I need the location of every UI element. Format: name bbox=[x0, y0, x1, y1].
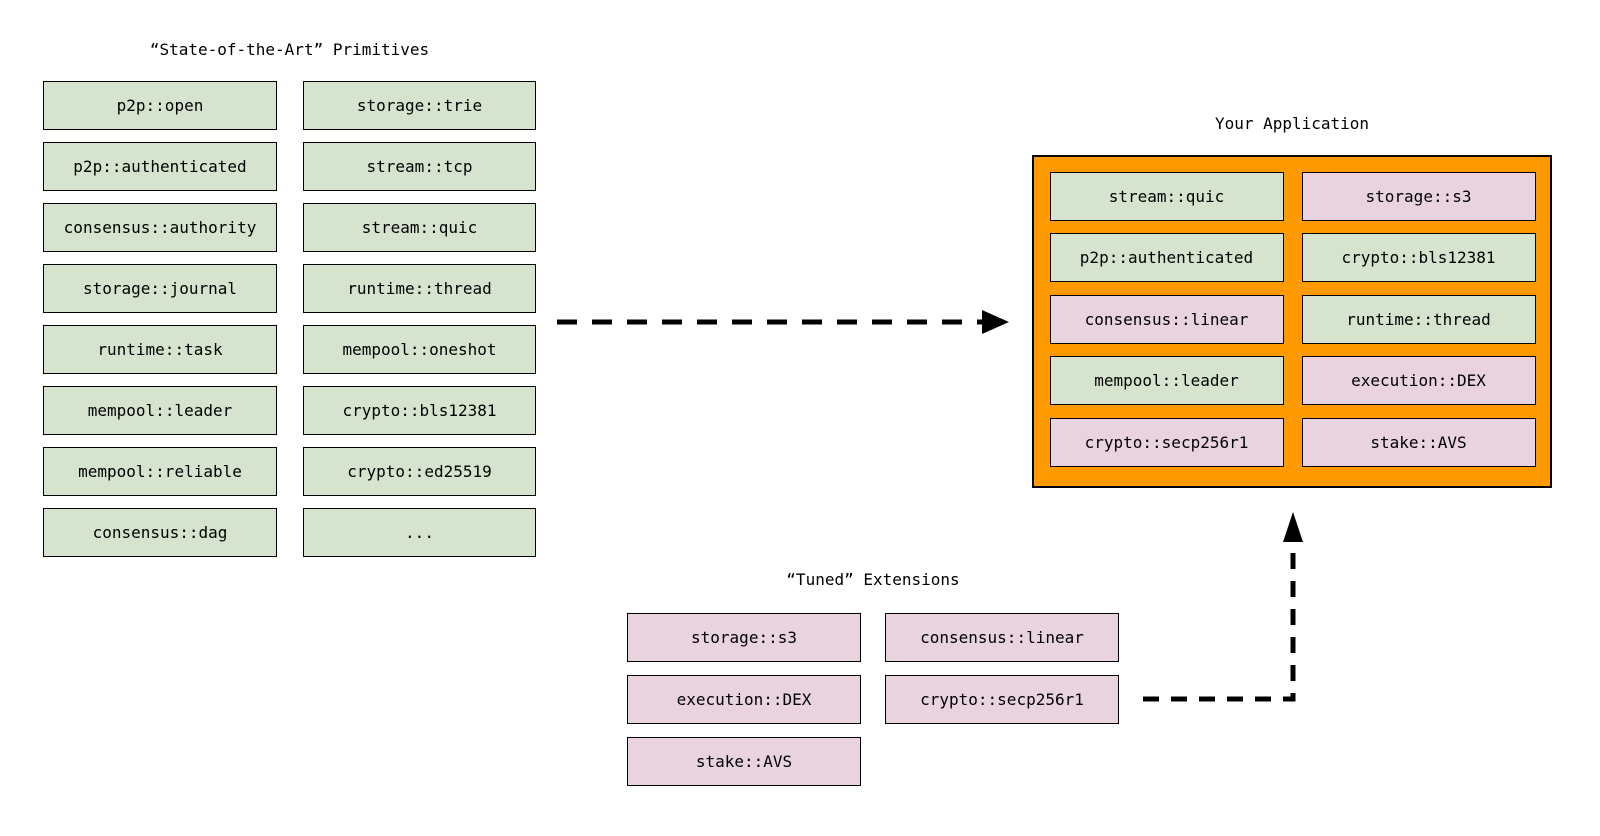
primitive-box-storage-journal: storage::journal bbox=[43, 264, 277, 313]
application-box-storage-s3: storage::s3 bbox=[1301, 171, 1536, 221]
application-box-execution-dex: execution::DEX bbox=[1301, 356, 1536, 405]
application-box-runtime-thread: runtime::thread bbox=[1301, 294, 1536, 344]
primitive-box-mempool-leader: mempool::leader bbox=[43, 386, 277, 435]
primitive-box-mempool-oneshot: mempool::oneshot bbox=[303, 325, 536, 374]
application-box-mempool-leader: mempool::leader bbox=[1049, 356, 1284, 405]
primitive-box-stream-quic: stream::quic bbox=[303, 203, 536, 252]
primitive-box-p2p-authenticated: p2p::authenticated bbox=[43, 142, 277, 191]
primitive-box-runtime-thread: runtime::thread bbox=[303, 264, 536, 313]
extension-box-stake-avs: stake::AVS bbox=[627, 737, 861, 786]
primitive-box-runtime-task: runtime::task bbox=[43, 325, 277, 374]
application-box-crypto-bls12381: crypto::bls12381 bbox=[1301, 233, 1536, 282]
application-box-crypto-secp256r1: crypto::secp256r1 bbox=[1049, 417, 1284, 467]
extensions-to-application-arrow bbox=[1143, 512, 1303, 702]
application-box-p2p-authenticated: p2p::authenticated bbox=[1049, 233, 1284, 282]
extension-box-storage-s3: storage::s3 bbox=[627, 613, 861, 662]
application-box-stake-avs: stake::AVS bbox=[1301, 417, 1536, 467]
primitive-box-crypto-bls12381: crypto::bls12381 bbox=[303, 386, 536, 435]
primitives-to-application-arrow bbox=[557, 310, 1009, 334]
application-title: Your Application bbox=[1214, 114, 1370, 133]
primitive-box-stream-tcp: stream::tcp bbox=[303, 142, 536, 191]
extension-box-execution-dex: execution::DEX bbox=[627, 675, 861, 724]
extensions-title: “Tuned” Extensions bbox=[786, 570, 960, 589]
primitive-box-mempool-reliable: mempool::reliable bbox=[43, 447, 277, 496]
primitive-box-p2p-open: p2p::open bbox=[43, 81, 277, 130]
primitive-box-crypto-ed25519: crypto::ed25519 bbox=[303, 447, 536, 496]
primitive-box-storage-trie: storage::trie bbox=[303, 81, 536, 130]
application-box-stream-quic: stream::quic bbox=[1049, 171, 1284, 221]
primitive-box-consensus-dag: consensus::dag bbox=[43, 508, 277, 557]
primitive-box-etc: ... bbox=[303, 508, 536, 557]
extension-box-crypto-secp256r1: crypto::secp256r1 bbox=[885, 675, 1119, 724]
application-box-consensus-linear: consensus::linear bbox=[1049, 294, 1284, 344]
extension-box-consensus-linear: consensus::linear bbox=[885, 613, 1119, 662]
primitive-box-consensus-authority: consensus::authority bbox=[43, 203, 277, 252]
primitives-title: “State-of-the-Art” Primitives bbox=[149, 40, 430, 59]
